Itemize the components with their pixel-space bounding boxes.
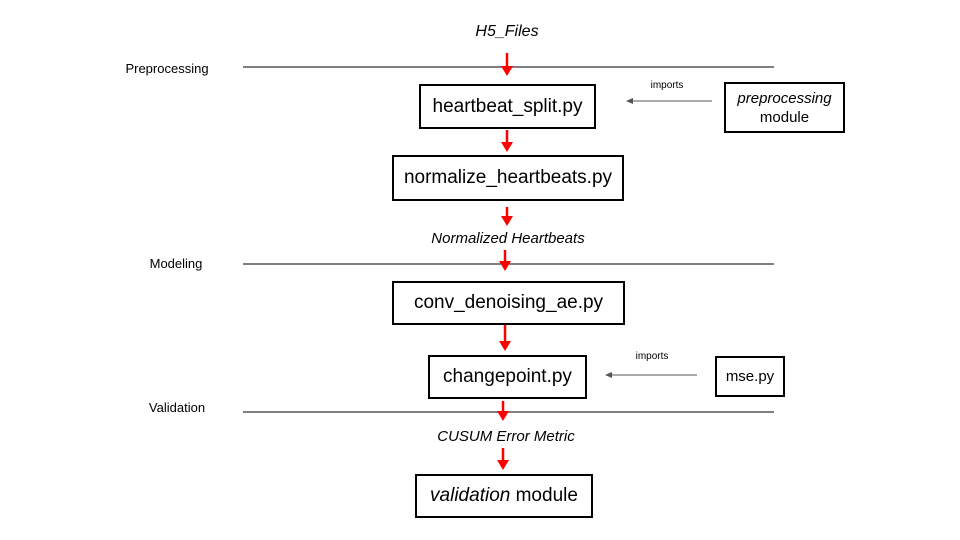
normalized-data-label: Normalized Heartbeats (431, 230, 585, 247)
flow-arrow-conv-ae-to-changepoint (499, 325, 511, 351)
preprocessing-module-suffix: module (759, 108, 810, 126)
conv-denoising-ae-label: conv_denoising_ae.py (413, 292, 604, 313)
flow-arrow-normalized-to-conv-ae (499, 250, 511, 271)
flow-arrow-normalize-to-normalized (501, 207, 513, 226)
stage-label-validation: Validation (148, 400, 206, 415)
heartbeat-split-box: heartbeat_split.py (419, 84, 596, 129)
validation-module-label: validation module (430, 485, 578, 507)
flow-arrow-split-to-normalize (501, 130, 513, 152)
flow-arrow-input-to-heartbeat-split (501, 53, 513, 76)
mse-label: mse.py (725, 368, 775, 385)
heartbeat-split-label: heartbeat_split.py (432, 95, 583, 117)
normalize-heartbeats-label: normalize_heartbeats.py (403, 167, 613, 188)
import-arrow-preprocessing (626, 98, 712, 104)
mse-box: mse.py (715, 356, 785, 397)
conv-denoising-ae-box: conv_denoising_ae.py (392, 281, 625, 325)
input-data-label: H5_Files (475, 23, 539, 40)
normalize-heartbeats-box: normalize_heartbeats.py (392, 155, 624, 201)
stage-label-preprocessing: Preprocessing (125, 61, 209, 76)
import-arrow-mse (605, 372, 697, 378)
preprocessing-module-box: preprocessing module (724, 82, 845, 133)
validation-module-suffix: module (515, 485, 578, 506)
imports-label-preprocessing: imports (650, 80, 684, 91)
stage-label-modeling: Modeling (149, 256, 203, 271)
flow-arrow-changepoint-to-metric (497, 401, 509, 421)
preprocessing-module-name: preprocessing (737, 89, 832, 107)
flow-arrow-metric-to-validation (497, 448, 509, 470)
imports-label-mse: imports (635, 351, 669, 362)
changepoint-label: changepoint.py (443, 366, 572, 387)
changepoint-box: changepoint.py (428, 355, 587, 399)
validation-module-box: validation module (415, 474, 593, 518)
validation-module-name: validation (430, 485, 511, 506)
metric-data-label: CUSUM Error Metric (437, 428, 575, 445)
